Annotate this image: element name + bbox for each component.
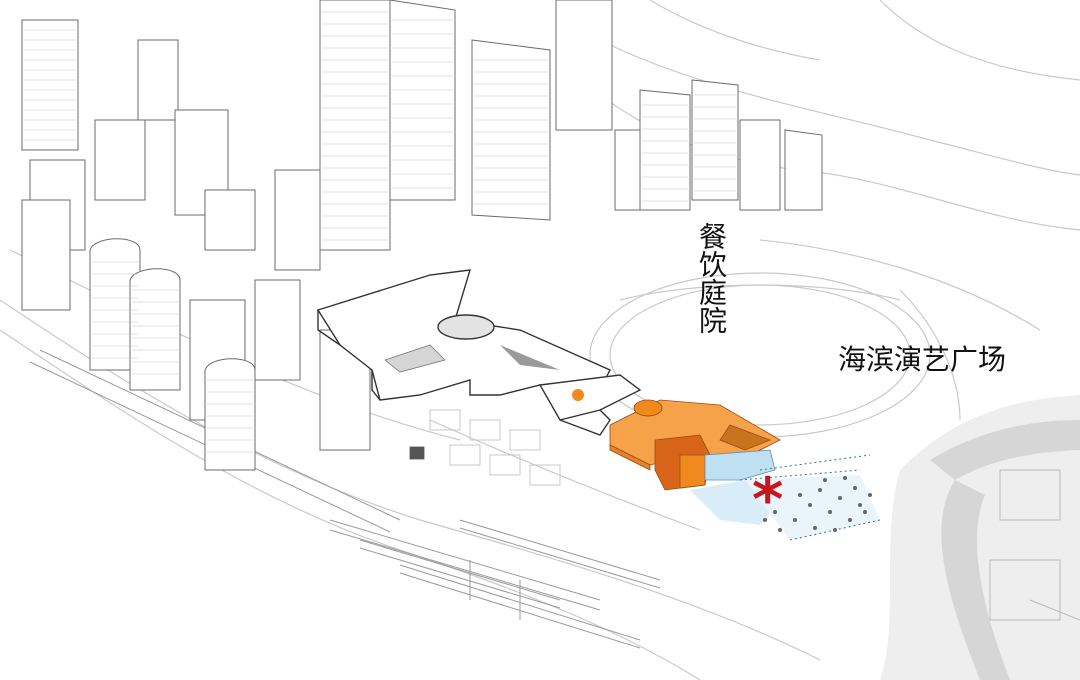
location-marker: * bbox=[752, 465, 784, 535]
crowd-figures bbox=[763, 476, 872, 532]
tower-cluster bbox=[21, 0, 823, 471]
plaza-volume bbox=[690, 449, 881, 541]
facade-hatching bbox=[24, 11, 736, 453]
low-rise-blocks bbox=[409, 409, 561, 486]
main-building bbox=[316, 269, 642, 436]
seaside-plaza-label: 海滨演艺广场 bbox=[838, 343, 1007, 376]
context-map bbox=[880, 395, 1080, 680]
dining-courtyard-label: 餐饮庭院 bbox=[695, 222, 728, 334]
